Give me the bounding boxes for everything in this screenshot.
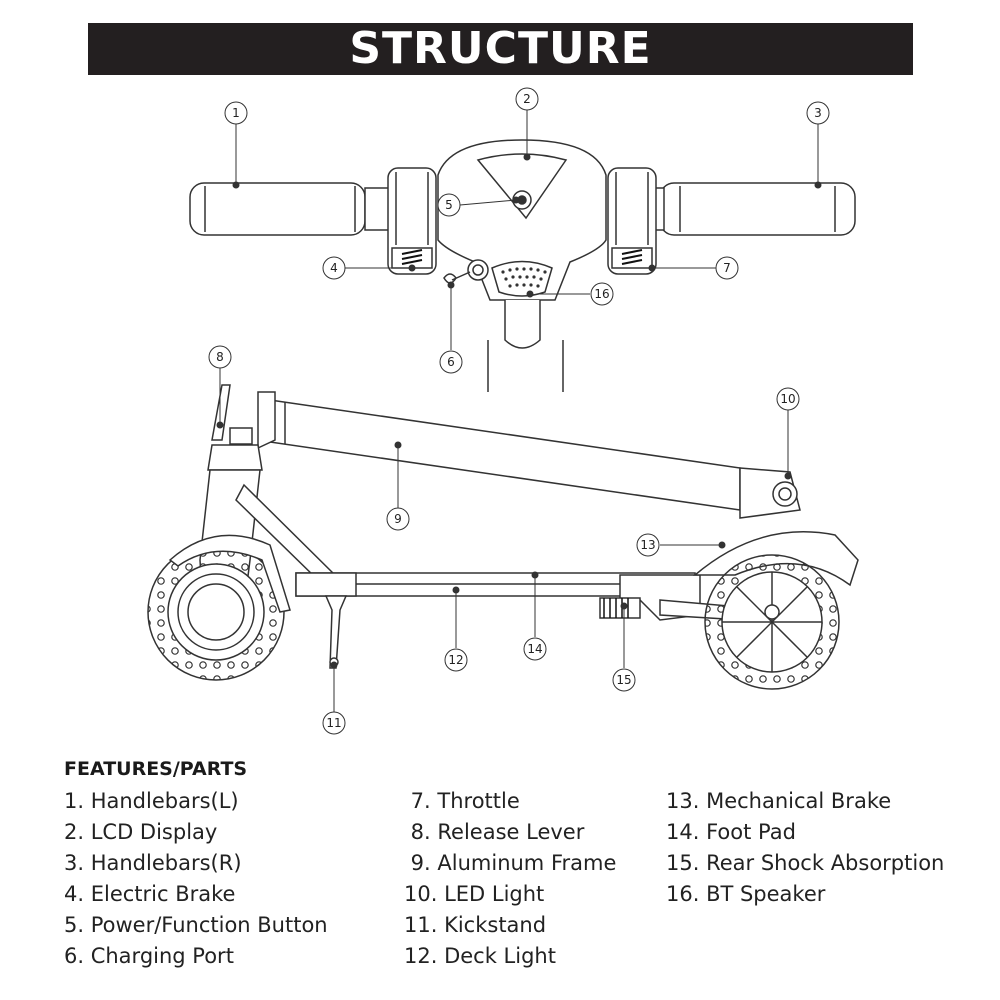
legend-item: 2. LCD Display [64,820,218,844]
legend-item: 8. Release Lever [404,820,585,844]
right-grip [659,182,856,236]
callout-7: 7 [715,256,739,280]
legend-item: 3. Handlebars(R) [64,851,242,875]
legend-item: 5. Power/Function Button [64,913,328,937]
svg-text:3: 3 [814,106,822,120]
svg-text:9: 9 [394,512,402,526]
legend-item: 4. Electric Brake [64,882,236,906]
release-lever [211,384,231,441]
svg-text:11: 11 [326,716,341,730]
callout-5: 5 [437,193,461,217]
callout-16: 16 [590,282,614,306]
title-banner: STRUCTURE [88,23,913,75]
scooter-diagram: 1 2 3 4 5 6 7 8 9 10 11 12 13 14 15 16 [147,87,859,735]
callout-6: 6 [439,350,463,374]
legend-item: 12. Deck Light [404,944,556,968]
callout-10: 10 [776,387,800,411]
svg-text:7: 7 [723,261,731,275]
callout-13: 13 [636,533,660,557]
svg-text:8: 8 [216,350,224,364]
svg-text:4: 4 [330,261,338,275]
legend-item: 6. Charging Port [64,944,234,968]
callout-3: 3 [806,101,830,125]
callout-leaders [216,110,822,712]
svg-text:6: 6 [447,355,455,369]
legend-item: 10. LED Light [404,882,545,906]
speaker-grill [491,260,553,297]
svg-text:5: 5 [445,198,453,212]
callout-4: 4 [322,256,346,280]
callouts: 1 2 3 4 5 6 7 8 9 10 11 12 13 14 15 16 [208,87,830,735]
callout-14: 14 [523,637,547,661]
features-legend: FEATURES/PARTS 1. Handlebars(L) 2. LCD D… [64,758,984,988]
callout-11: 11 [322,711,346,735]
svg-text:16: 16 [594,287,609,301]
svg-text:12: 12 [448,653,463,667]
callout-8: 8 [208,345,232,369]
svg-text:15: 15 [616,673,631,687]
front-wheel [147,543,285,681]
scooter-side-view [147,384,859,690]
aluminum-frame [269,399,741,511]
svg-text:13: 13 [640,538,655,552]
legend-column-1: 1. Handlebars(L) 2. LCD Display 3. Handl… [64,786,328,972]
legend-item: 13. Mechanical Brake [666,789,892,813]
legend-item: 9. Aluminum Frame [404,851,617,875]
callout-15: 15 [612,668,636,692]
svg-text:1: 1 [232,106,240,120]
legend-item: 14. Foot Pad [666,820,796,844]
legend-item: 16. BT Speaker [666,882,826,906]
legend-column-3: 13. Mechanical Brake 14. Foot Pad 15. Re… [666,786,944,910]
legend-column-2: 7. Throttle 8. Release Lever 9. Aluminum… [404,786,616,972]
handlebar-assembly [189,139,856,392]
legend-item: 11. Kickstand [404,913,547,937]
svg-text:2: 2 [523,92,531,106]
svg-text:10: 10 [780,392,795,406]
callout-1: 1 [224,101,248,125]
page-title: STRUCTURE [349,23,652,74]
left-grip [189,182,366,236]
callout-12: 12 [444,648,468,672]
callout-9: 9 [386,507,410,531]
legend-item: 1. Handlebars(L) [64,789,239,813]
svg-text:14: 14 [527,642,542,656]
legend-item: 15. Rear Shock Absorption [666,851,945,875]
callout-2: 2 [515,87,539,111]
kickstand [324,595,348,669]
rear-wheel [704,554,840,690]
rear-shock [599,597,641,619]
legend-item: 7. Throttle [404,789,520,813]
legend-title: FEATURES/PARTS [64,758,248,780]
